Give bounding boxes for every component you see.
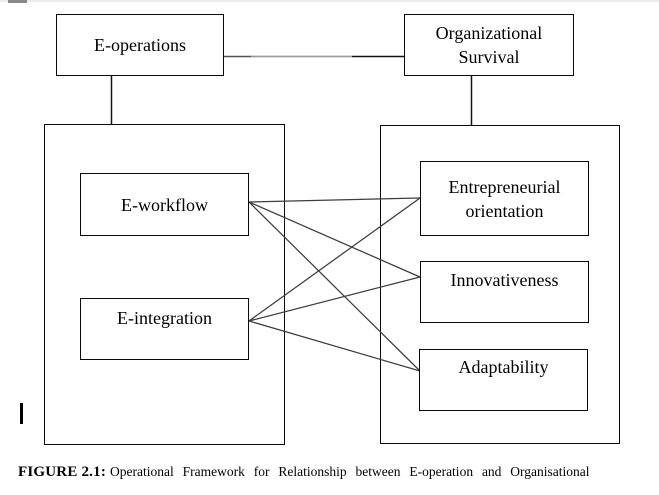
node-e-integration-label: E-integration [117,308,212,328]
node-e-workflow: E-workflow [80,173,249,236]
node-entrepreneurial-orientation-label: Entrepreneurial orientation [448,176,561,221]
node-entrepreneurial-orientation: Entrepreneurial orientation [420,161,589,236]
figure-caption-text: Operational Framework for Relationship b… [110,464,590,479]
node-adaptability: Adaptability [419,349,588,411]
node-organizational-survival: Organizational Survival [404,14,574,76]
node-adaptability-label: Adaptability [458,357,549,377]
figure-caption-label: FIGURE 2.1: [18,464,107,480]
node-e-operations: E-operations [56,14,224,76]
top-edge-gray-dash [8,0,27,3]
node-e-operations-label: E-operations [94,35,186,55]
text-cursor-mark [20,403,23,424]
node-e-workflow-label: E-workflow [121,194,208,215]
figure-caption: FIGURE 2.1:Operational Framework for Rel… [18,463,646,481]
top-edge-band [0,0,659,2]
node-e-integration: E-integration [80,298,249,360]
node-innovativeness-label: Innovativeness [450,270,559,290]
node-organizational-survival-label: Organizational Survival [435,23,543,67]
node-innovativeness: Innovativeness [420,261,589,323]
